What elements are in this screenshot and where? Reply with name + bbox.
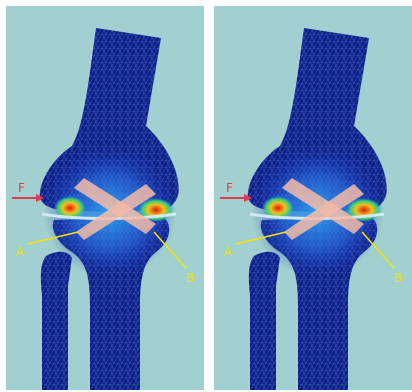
knee-fem-panel-right: F A B <box>214 6 412 390</box>
knee-fem-panel-left: F A B <box>6 6 204 390</box>
annotation-a-label: A <box>16 245 25 259</box>
annotation-b-label: B <box>394 271 402 285</box>
fibula-mesh <box>41 252 72 390</box>
knee-mesh-diagram-right: F A B <box>214 6 412 390</box>
fibula-mesh <box>249 252 280 390</box>
force-label: F <box>18 181 25 195</box>
annotation-a-label: A <box>224 245 233 259</box>
annotation-b-label: B <box>186 271 194 285</box>
force-label: F <box>226 181 233 195</box>
knee-mesh-diagram-left: F A B <box>6 6 204 390</box>
